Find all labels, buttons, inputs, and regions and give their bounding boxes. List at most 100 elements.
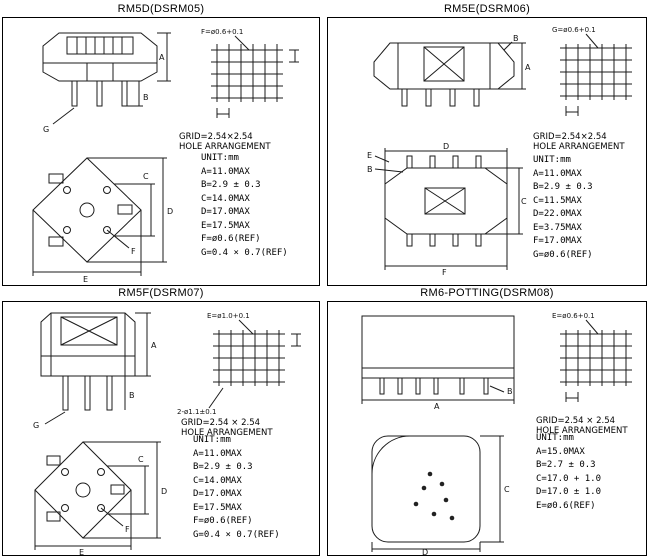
spec-line: E=ø0.6(REF)	[536, 500, 596, 511]
dim-label-b: B	[129, 391, 135, 400]
bottom-view-drawing: D C E B F	[367, 142, 527, 276]
dim-label-d: D	[167, 207, 173, 216]
dim-label-b2: B	[367, 165, 373, 174]
grid-caption: GRID=2.54 × 2.54 HOLE ARRANGEMENT	[181, 418, 273, 438]
grid-note: G=ø0.6+0.1	[552, 26, 596, 34]
dim-label-d: D	[443, 142, 449, 151]
panel-rm5d: RM5D(DSRM05) A B G	[2, 3, 320, 286]
hole-arrangement-label: HOLE ARRANGEMENT	[533, 142, 625, 152]
grid-note: E=ø1.0+0.1	[207, 312, 250, 320]
unit-label: UNIT:mm	[533, 155, 571, 165]
spec-line: B=2.7 ± 0.3	[536, 460, 596, 470]
dim-label-g: G	[33, 421, 39, 430]
hole-arrangement-label: HOLE ARRANGEMENT	[536, 426, 628, 436]
spec-line: F=ø0.6(REF)	[201, 234, 261, 244]
panel-title: RM6-POTTING(DSRM08)	[420, 287, 554, 299]
spec-line: C=14.0MAX	[193, 475, 242, 486]
spec-line: D=17.0 ± 1.0	[536, 487, 602, 497]
spec-line: B=2.9 ± 0.3	[193, 462, 253, 472]
panel-rm6-potting: RM6-POTTING(DSRM08) A B E=ø0.6+0.1	[327, 287, 647, 556]
panel-frame: A B E=ø0.6+0.1 GRID=2.54 × 2.54 HOLE ARR…	[327, 301, 647, 556]
dim-label-f: F	[125, 525, 130, 534]
unit-label: UNIT:mm	[536, 433, 574, 443]
dim-label-b: B	[507, 387, 513, 396]
spec-line: E=17.5MAX	[201, 220, 250, 231]
panel-rm5e: RM5E(DSRM06) A B G=ø0.6+0.1	[327, 3, 647, 286]
panel-frame: A B G=ø0.6+0.1 GRID=2.54×2.54 HOLE ARRAN…	[327, 17, 647, 286]
spec-line: A=11.0MAX	[533, 168, 582, 179]
bottom-view-drawing: C D E F	[34, 441, 167, 556]
dim-label-f: F	[131, 247, 136, 256]
panel-title: RM5E(DSRM06)	[443, 3, 531, 15]
spec-line: D=17.0MAX	[193, 489, 242, 499]
spec-line: C=14.0MAX	[201, 193, 250, 204]
front-view-drawing: A B	[373, 34, 531, 107]
dim-label-e: E	[79, 548, 84, 556]
grid-size-label: GRID=2.54×2.54	[179, 132, 253, 142]
spec-line: A=15.0MAX	[536, 446, 585, 457]
spec-line: F=17.0MAX	[533, 236, 582, 246]
dim-label-a: A	[159, 53, 165, 62]
hole-arrangement-label: HOLE ARRANGEMENT	[179, 142, 271, 152]
dim-label-c: C	[138, 455, 144, 464]
grid-caption: GRID=2.54×2.54 HOLE ARRANGEMENT	[179, 132, 271, 152]
dim-label-e: E	[83, 275, 88, 284]
dim-label-e: E	[367, 151, 372, 160]
front-view-drawing: A B	[361, 315, 515, 410]
bottom-view-drawing: C D	[371, 435, 510, 556]
dim-label-c: C	[521, 197, 527, 206]
dim-label-a: A	[434, 402, 440, 410]
dim-label-b: B	[513, 34, 519, 43]
bottom-view-drawing: C D E F	[32, 157, 173, 284]
spec-line: G=0.4 × 0.7(REF)	[201, 247, 288, 258]
grid-size-label: GRID=2.54 × 2.54	[181, 418, 261, 428]
dim-label-f: F	[442, 268, 447, 276]
panel-title: RM5F(DSRM07)	[118, 287, 204, 299]
grid-caption: GRID=2.54 × 2.54 HOLE ARRANGEMENT	[536, 416, 628, 436]
dim-label-b: B	[143, 93, 149, 102]
grid-size-label: GRID=2.54×2.54	[533, 132, 607, 142]
panel-frame: A B G E=ø1.0+0.1 2-ø1.1±0.1 GRI	[2, 301, 320, 556]
spec-line: B=2.9 ± 0.3	[201, 180, 261, 190]
dim-label-c: C	[143, 172, 149, 181]
dim-label-c: C	[504, 485, 510, 494]
spec-line: C=17.0 + 1.0	[536, 473, 602, 484]
hole-grid-drawing: F=ø0.6+0.1	[201, 28, 299, 118]
spec-line: E=17.5MAX	[193, 502, 242, 513]
panel-title: RM5D(DSRM05)	[117, 3, 205, 15]
spec-line: C=11.5MAX	[533, 195, 582, 206]
panel-rm5f: RM5F(DSRM07) A B G E=ø1.0+0.1	[2, 287, 320, 556]
spec-list: UNIT:mm A=11.0MAX B=2.9 ± 0.3 C=11.5MAX …	[533, 154, 593, 262]
spec-list: UNIT:mm A=15.0MAX B=2.7 ± 0.3 C=17.0 + 1…	[536, 432, 601, 513]
spec-line: D=17.0MAX	[201, 207, 250, 217]
dim-label-d: D	[422, 548, 428, 556]
spec-line: B=2.9 ± 0.3	[533, 182, 593, 192]
spec-list: UNIT:mm A=11.0MAX B=2.9 ± 0.3 C=14.0MAX …	[193, 434, 280, 542]
grid-caption: GRID=2.54×2.54 HOLE ARRANGEMENT	[533, 132, 625, 152]
spec-line: G=0.4 × 0.7(REF)	[193, 529, 280, 540]
spec-line: D=22.0MAX	[533, 209, 582, 219]
front-view-drawing: A B G	[42, 32, 171, 134]
spec-line: A=11.0MAX	[193, 448, 242, 459]
unit-label: UNIT:mm	[201, 153, 239, 163]
panel-frame: A B G F=ø0.6+0.1 GRID=2.54×2.54	[2, 17, 320, 286]
grid-size-label: GRID=2.54 × 2.54	[536, 416, 616, 426]
spec-line: G=ø0.6(REF)	[533, 249, 593, 260]
hole-grid-drawing: E=ø0.6+0.1	[552, 312, 632, 402]
hole-grid-drawing: E=ø1.0+0.1 2-ø1.1±0.1	[177, 312, 301, 416]
unit-label: UNIT:mm	[193, 435, 231, 445]
dim-label-g: G	[43, 125, 49, 134]
grid-note: E=ø0.6+0.1	[552, 312, 595, 320]
spec-line: E=3.75MAX	[533, 222, 582, 233]
front-view-drawing: A B G	[33, 312, 157, 430]
dim-label-a: A	[525, 63, 531, 72]
grid-note: F=ø0.6+0.1	[201, 28, 243, 36]
grid-note-2: 2-ø1.1±0.1	[177, 408, 216, 416]
spec-line: A=11.0MAX	[201, 166, 250, 177]
dim-label-a: A	[151, 341, 157, 350]
hole-grid-drawing: G=ø0.6+0.1	[552, 26, 632, 116]
spec-line: F=ø0.6(REF)	[193, 516, 253, 526]
hole-arrangement-label: HOLE ARRANGEMENT	[181, 428, 273, 438]
dim-label-d: D	[161, 487, 167, 496]
